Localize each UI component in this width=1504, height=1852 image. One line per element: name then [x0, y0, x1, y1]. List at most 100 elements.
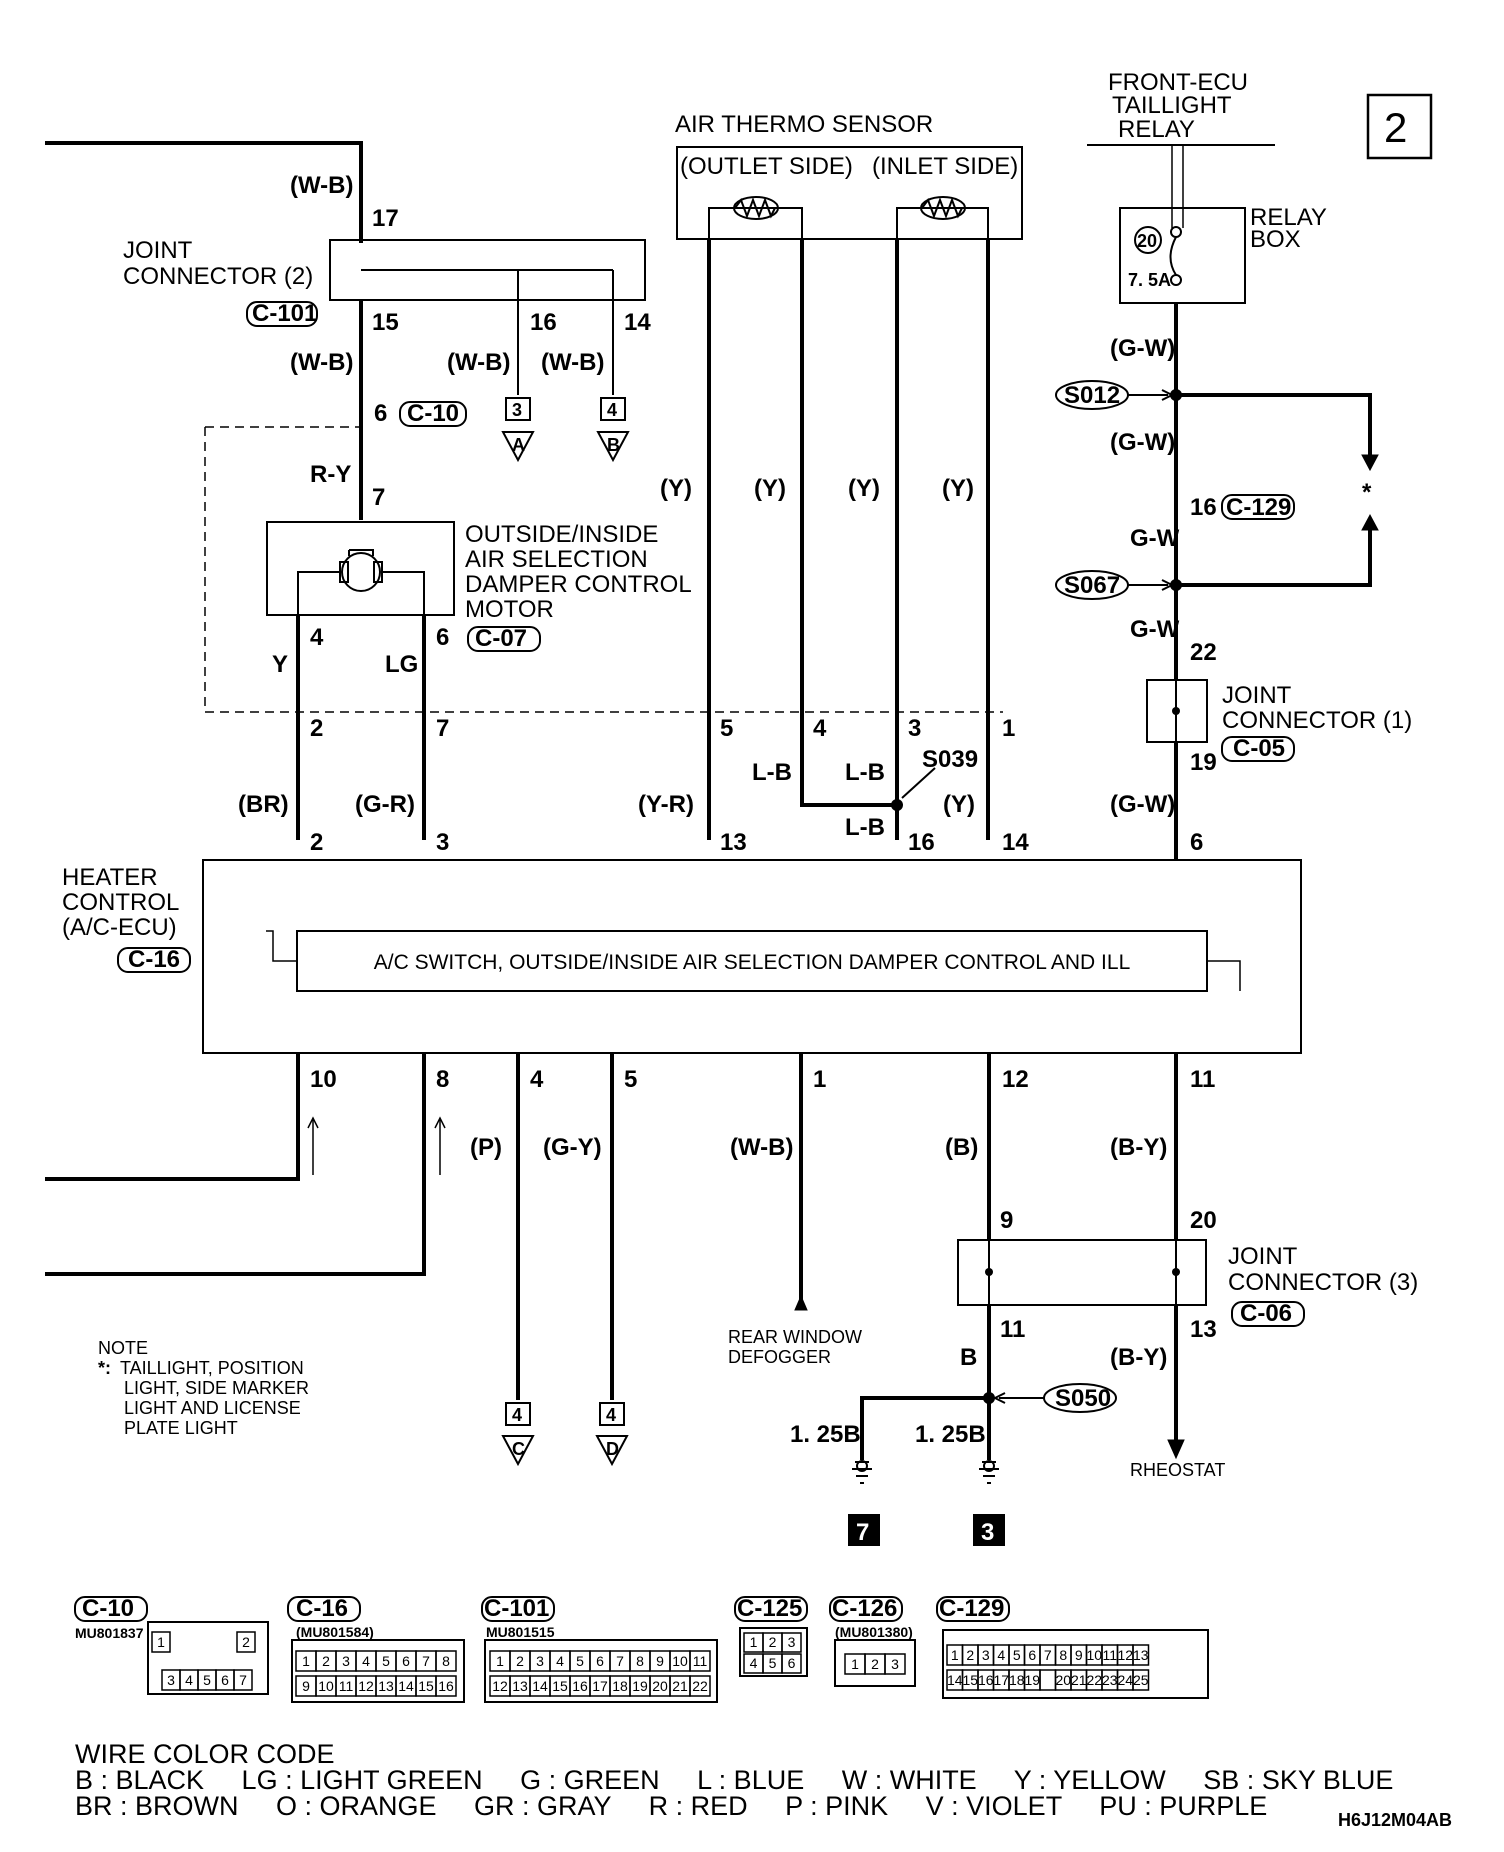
joint3-pin-13: 13 — [1190, 1316, 1217, 1343]
offpage-a-letter: A — [512, 435, 525, 455]
pin-label-row2: 6 — [221, 1672, 229, 1688]
pin-label-row2: 21 — [1071, 1672, 1087, 1688]
motor-label-4: MOTOR — [465, 596, 554, 623]
bottom-pin-11: 11 — [1190, 1066, 1215, 1093]
pin-label-row1: 6 — [1028, 1647, 1036, 1663]
joint2-label: JOINT — [123, 237, 193, 264]
pin-label-row1: 11 — [693, 1653, 708, 1669]
pin-label-row1: 1 — [951, 1647, 959, 1663]
pin-label-row1: 8 — [1059, 1647, 1067, 1663]
color-code-line-1: B : BLACK LG : LIGHT GREEN G : GREEN L :… — [75, 1765, 1393, 1795]
pin-label-row2: 20 — [652, 1678, 668, 1694]
joint1-label: JOINT — [1222, 682, 1292, 709]
pin-cell — [1132, 1644, 1150, 1666]
conn-c10-part: MU801837 — [75, 1625, 144, 1641]
wire-y-1: (Y) — [660, 475, 692, 502]
pin-label-row1: 2 — [871, 1656, 879, 1672]
splice-s067: S067 — [1064, 572, 1120, 599]
pin-label-row1: 10 — [672, 1653, 688, 1669]
pin-label-row2: 4 — [750, 1655, 758, 1671]
fuse-number: 20 — [1137, 231, 1157, 251]
pin-label-row1: 2 — [966, 1647, 974, 1663]
pin-label-row2: 14 — [947, 1672, 963, 1688]
joint1-code: C-05 — [1233, 735, 1285, 762]
term-7: 7 — [436, 715, 449, 742]
term-2: 2 — [310, 715, 323, 742]
conn-c10-title: C-10 — [82, 1595, 134, 1622]
motor-label-2: AIR SELECTION — [465, 546, 648, 573]
offpage-a-num: 3 — [512, 400, 522, 420]
air-thermo-title: AIR THERMO SENSOR — [675, 111, 933, 138]
bottom-pin-8: 8 — [436, 1066, 449, 1093]
conn-c101-title: C-101 — [484, 1595, 549, 1622]
rear-window-label-2: DEFOGGER — [728, 1347, 831, 1367]
pin-label-row1: 4 — [556, 1653, 564, 1669]
pin-label-row1: 4 — [997, 1647, 1005, 1663]
pin-label-row1: 5 — [1013, 1647, 1021, 1663]
bottom-pin-10: 10 — [310, 1066, 337, 1093]
ground-3-badge — [973, 1514, 1005, 1546]
pin-label-row1: 7 — [1044, 1647, 1052, 1663]
term-1: 1 — [1002, 715, 1015, 742]
pin-label-row2: 13 — [378, 1678, 394, 1694]
wire-y-motor: Y — [272, 651, 288, 678]
pin-4-motor: 4 — [310, 624, 324, 651]
pin-label-row1: 9 — [1075, 1647, 1083, 1663]
pin-label-row2: 14 — [398, 1678, 414, 1694]
heater-pin-14: 14 — [1002, 829, 1029, 856]
pin-label-row2: 19 — [632, 1678, 648, 1694]
heater-pin-6: 6 — [1190, 829, 1203, 856]
conn-c16-title: C-16 — [296, 1595, 348, 1622]
wire-125b-a: 1. 25B — [790, 1421, 861, 1448]
pin-cell — [1039, 1669, 1057, 1691]
note-line-4: PLATE LIGHT — [124, 1418, 238, 1438]
diagram-id: H6J12M04AB — [1338, 1810, 1452, 1830]
pin-label-row1: 2 — [242, 1634, 250, 1650]
pin-label-row2: 15 — [962, 1672, 978, 1688]
joint3-label: JOINT — [1228, 1243, 1298, 1270]
pin-label-row2: 3 — [167, 1672, 175, 1688]
rear-window-label: REAR WINDOW — [728, 1327, 862, 1347]
offpage-b-num: 4 — [607, 400, 617, 420]
wire-ry: R-Y — [310, 461, 351, 488]
pin-label-row2: 18 — [1009, 1672, 1025, 1688]
bottom-pin-1: 1 — [813, 1066, 826, 1093]
relay-box-label-2: BOX — [1250, 226, 1301, 253]
wire-gw-2: (G-W) — [1110, 429, 1175, 456]
wire-125b-b: 1. 25B — [915, 1421, 986, 1448]
pin-label-row1: 7 — [616, 1653, 624, 1669]
term-4: 4 — [813, 715, 827, 742]
wire-lb-1: L-B — [752, 759, 792, 786]
ground-3: 3 — [981, 1519, 994, 1546]
pin-label-row2: 4 — [185, 1672, 193, 1688]
pin-label-row2: 6 — [788, 1655, 796, 1671]
ground-7-badge — [848, 1514, 880, 1546]
wire-gy: (G-Y) — [543, 1134, 602, 1161]
conn-c16-part: (MU801584) — [296, 1624, 374, 1640]
pin-label-row2: 9 — [302, 1678, 310, 1694]
offpage-d-num: 4 — [606, 1405, 616, 1425]
pin-label-row1: 3 — [342, 1653, 350, 1669]
front-ecu-label: FRONT-ECU — [1108, 69, 1248, 96]
pin-label-row1: 1 — [750, 1634, 758, 1650]
pin-label-row2: 16 — [438, 1678, 454, 1694]
joint3-code: C-06 — [1240, 1300, 1292, 1327]
conn-c101-part: MU801515 — [486, 1624, 555, 1640]
conn-c129-code: C-129 — [1226, 494, 1291, 521]
wire-gr: (G-R) — [355, 791, 415, 818]
wire-wb-top: (W-B) — [290, 172, 353, 199]
bottom-pin-12: 12 — [1002, 1066, 1029, 1093]
pin-label-row1: 1 — [851, 1656, 859, 1672]
joint2-label-2: CONNECTOR (2) — [123, 263, 313, 290]
wire-lg: LG — [385, 651, 418, 678]
color-code-title: WIRE COLOR CODE — [75, 1739, 335, 1769]
pin-cell — [1132, 1669, 1150, 1691]
air-thermo-outlet: (OUTLET SIDE) — [680, 153, 853, 180]
pin-label-row2: 17 — [592, 1678, 608, 1694]
pin-label-row1: 1 — [496, 1653, 504, 1669]
heater-pin-3: 3 — [436, 829, 449, 856]
wire-y-4: (Y) — [942, 475, 974, 502]
pin-17: 17 — [372, 205, 399, 232]
pin-cell — [435, 1675, 457, 1697]
